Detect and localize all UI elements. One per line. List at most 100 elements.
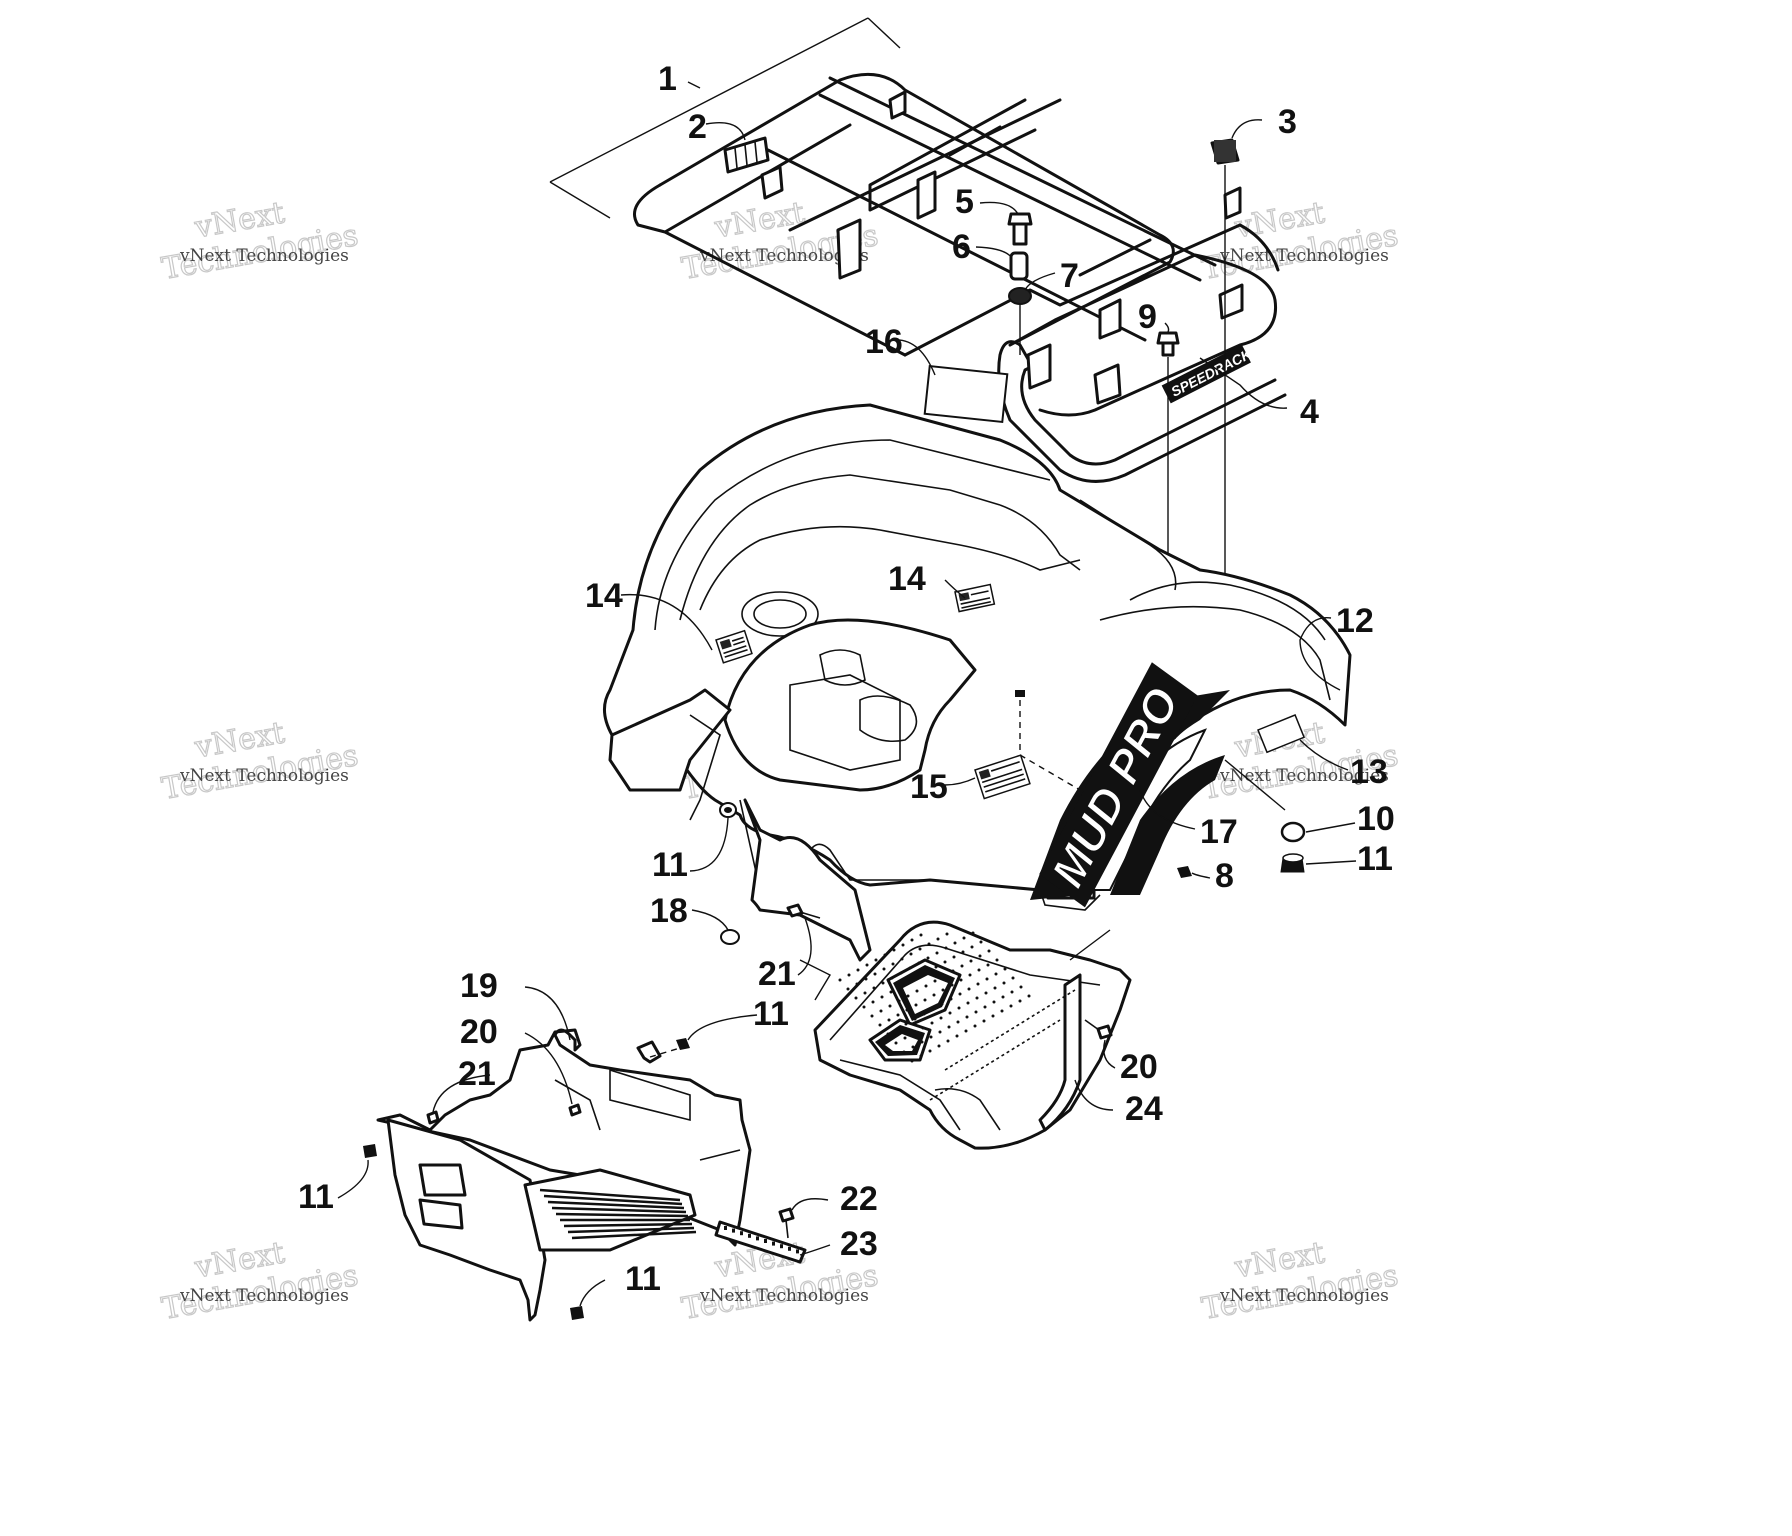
callout-5: 5 bbox=[955, 183, 974, 221]
footwell-cutout bbox=[903, 975, 948, 1014]
rack-mount-bracket bbox=[1098, 298, 1122, 340]
guard-tooth bbox=[724, 1226, 727, 1230]
leader-line bbox=[944, 579, 966, 599]
tread-dot bbox=[979, 940, 983, 944]
tread-dot bbox=[889, 990, 893, 994]
tread-dot bbox=[880, 995, 884, 999]
speedrack-decal-bg bbox=[1161, 344, 1251, 404]
tread-dot bbox=[900, 957, 904, 961]
leader-line bbox=[1199, 357, 1288, 409]
tread-dot bbox=[942, 974, 946, 978]
rack-tube bbox=[903, 223, 1280, 357]
tread-dot bbox=[932, 993, 936, 997]
callout-8: 8 bbox=[1215, 857, 1234, 895]
storage-box bbox=[859, 695, 918, 743]
leader-line bbox=[705, 122, 746, 141]
rack-mount-bracket bbox=[1093, 363, 1122, 405]
tread-dot bbox=[1003, 967, 1007, 971]
tread-dot bbox=[971, 931, 975, 935]
footwell-cutout bbox=[418, 1163, 467, 1197]
fender-contour bbox=[999, 504, 1081, 571]
tread-dot bbox=[943, 960, 947, 964]
rack-mount-bracket bbox=[760, 165, 784, 200]
tread-dot bbox=[952, 955, 956, 959]
guard-tooth bbox=[796, 1249, 799, 1254]
info-decal bbox=[974, 754, 1031, 800]
warning-decal-lines bbox=[960, 590, 991, 609]
reflector-decal bbox=[923, 364, 1009, 424]
tread-dot bbox=[920, 1040, 924, 1044]
nut bbox=[570, 1306, 584, 1320]
mud-pro-graphic-swoosh bbox=[1110, 755, 1225, 895]
leader-line bbox=[432, 1074, 491, 1113]
leader-line bbox=[1191, 872, 1211, 879]
tread-dot bbox=[975, 996, 979, 1000]
tread-dot bbox=[870, 1014, 874, 1018]
tread-dot bbox=[899, 971, 903, 975]
info-decal-icon bbox=[978, 768, 991, 780]
leader-line bbox=[1164, 322, 1170, 333]
fender-contour bbox=[689, 714, 721, 821]
guard-tooth bbox=[748, 1233, 751, 1238]
rack-mount-bracket bbox=[888, 90, 907, 120]
fender-mudflap bbox=[608, 688, 732, 792]
rack-crossbar bbox=[766, 148, 1147, 342]
tread-dot bbox=[916, 975, 920, 979]
tread-dot bbox=[1011, 976, 1015, 980]
tread-dot bbox=[878, 1023, 882, 1027]
callout-12: 12 bbox=[1336, 602, 1374, 640]
tread-dot bbox=[897, 999, 901, 1003]
tread-line bbox=[555, 1212, 689, 1218]
tread-dot bbox=[962, 936, 966, 940]
leader-line bbox=[1074, 1079, 1114, 1111]
tread-dot bbox=[873, 972, 877, 976]
callout-11: 11 bbox=[298, 1178, 334, 1216]
rack-mount-bracket bbox=[836, 218, 862, 280]
tread-dot bbox=[896, 1013, 900, 1017]
tread-dot bbox=[986, 963, 990, 967]
tread-line bbox=[551, 1206, 687, 1214]
bolt bbox=[1156, 331, 1180, 345]
leader-line bbox=[1299, 739, 1349, 771]
tread-dot bbox=[948, 1011, 952, 1015]
storage-box bbox=[789, 674, 901, 771]
tread-dot bbox=[913, 1017, 917, 1021]
leader-line bbox=[1305, 822, 1356, 833]
nut bbox=[724, 807, 732, 813]
watermark: Technologies vNext vNext Technologies bbox=[159, 195, 362, 288]
callout-24: 24 bbox=[1125, 1090, 1163, 1128]
leader-line bbox=[1231, 119, 1263, 139]
assembly-line bbox=[799, 929, 1111, 1001]
assembly-bracket bbox=[549, 17, 901, 219]
callout-1: 1 bbox=[658, 60, 677, 98]
callout-21: 21 bbox=[458, 1055, 496, 1093]
warning-decal-icon bbox=[719, 638, 732, 650]
mud-pro-logo-bg bbox=[1039, 662, 1198, 908]
fender-contour bbox=[1079, 499, 1177, 591]
callout-16: 16 bbox=[865, 323, 903, 361]
leader-line bbox=[1139, 789, 1196, 830]
rack-tube bbox=[658, 72, 1278, 417]
callout-4: 4 bbox=[1300, 393, 1319, 431]
tread-dot bbox=[903, 1036, 907, 1040]
leader-line bbox=[687, 1014, 758, 1041]
tread-dot bbox=[953, 941, 957, 945]
screw bbox=[778, 1207, 795, 1223]
tread-line bbox=[547, 1200, 685, 1210]
rack-mount-bracket bbox=[1218, 283, 1244, 320]
tread-dot bbox=[905, 1008, 909, 1012]
screw bbox=[426, 1110, 440, 1125]
leader-line bbox=[620, 593, 713, 651]
tread-dot bbox=[882, 967, 886, 971]
leader-line bbox=[1024, 272, 1056, 291]
guard-tooth bbox=[788, 1246, 791, 1251]
tread-dot bbox=[838, 978, 842, 982]
tread-dot bbox=[921, 1026, 925, 1030]
rack-plug-body bbox=[1214, 140, 1236, 162]
leader-line bbox=[791, 1198, 829, 1211]
nut bbox=[363, 1144, 377, 1158]
tread-dot bbox=[1027, 994, 1031, 998]
fender-contour bbox=[679, 474, 1001, 621]
